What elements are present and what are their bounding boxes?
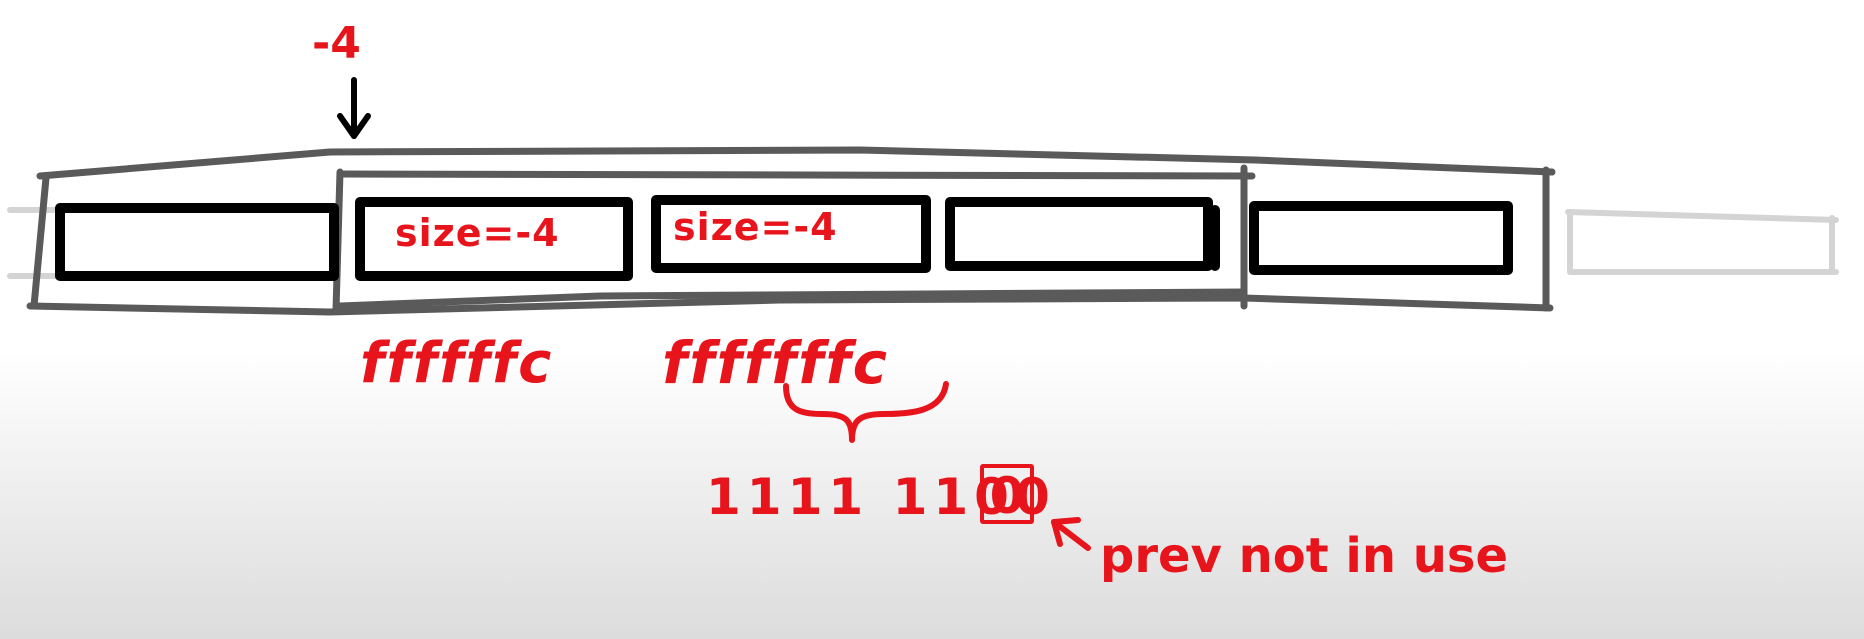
cell-1 bbox=[55, 203, 339, 281]
chunk-frames bbox=[26, 146, 1556, 316]
offset-label: -4 bbox=[312, 18, 361, 69]
cell-5 bbox=[1249, 201, 1513, 275]
cell-3-label: size=-4 bbox=[673, 205, 838, 249]
boxed-prev-inuse-bit: 0 bbox=[980, 464, 1034, 524]
cell-3 bbox=[651, 195, 931, 273]
brace bbox=[783, 381, 949, 443]
binary-bits: 1111 1100 bbox=[706, 468, 1056, 526]
offset-arrow bbox=[337, 77, 371, 139]
cell-2-label: size=-4 bbox=[395, 211, 560, 255]
cell-4 bbox=[945, 197, 1213, 271]
hex-value-1: ffffffc bbox=[360, 331, 554, 396]
prev-not-in-use-note: prev not in use bbox=[1100, 528, 1509, 584]
hex-value-2: fffffffc bbox=[662, 329, 890, 397]
note-arrow bbox=[1051, 517, 1091, 551]
cell-2 bbox=[355, 197, 633, 281]
data-cells bbox=[55, 195, 1513, 281]
